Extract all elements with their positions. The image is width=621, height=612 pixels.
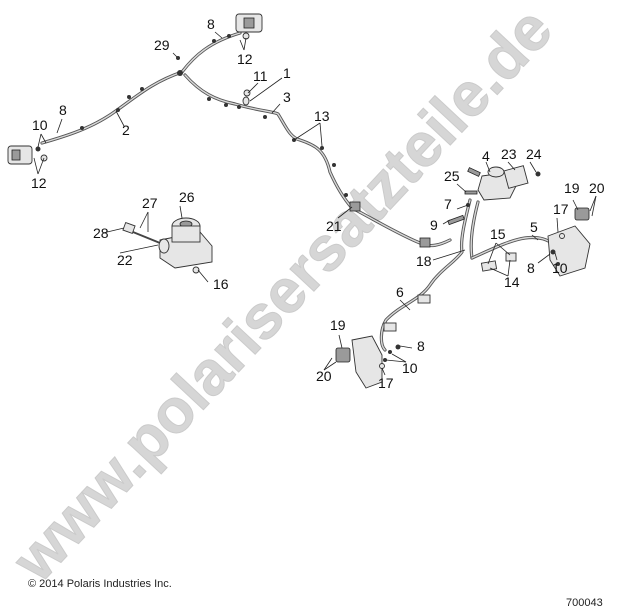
copyright-notice: © 2014 Polaris Industries Inc. (28, 578, 172, 590)
callout-c20b: 20 (316, 368, 332, 384)
callout-c23: 23 (501, 146, 517, 162)
leader-lines (33, 31, 597, 376)
callout-c8b: 8 (59, 102, 67, 118)
callout-c16: 16 (213, 276, 229, 292)
hose-bracket (419, 237, 431, 248)
callout-c28: 28 (93, 225, 109, 241)
brake-master-cylinder (447, 165, 541, 226)
callout-c26: 26 (179, 189, 195, 205)
line-brackets (383, 252, 517, 332)
callout-c24: 24 (526, 146, 542, 162)
callout-c11: 11 (253, 68, 268, 84)
callout-c10b: 10 (552, 260, 568, 276)
callout-c20a: 20 (589, 180, 605, 196)
callout-c21: 21 (326, 218, 342, 234)
callout-c13: 13 (314, 108, 330, 124)
callout-c12b: 12 (31, 175, 47, 191)
callout-c2: 2 (122, 122, 130, 138)
rear-right-caliper (547, 207, 591, 277)
callout-c14: 14 (504, 274, 520, 290)
hose-clips (80, 34, 431, 248)
callout-c19a: 19 (564, 180, 580, 196)
callout-c17b: 17 (378, 375, 394, 391)
callout-c12a: 12 (237, 51, 253, 67)
callout-c15: 15 (490, 226, 506, 242)
callout-c4: 4 (482, 148, 490, 164)
callout-c8d: 8 (417, 338, 425, 354)
callout-c1: 1 (283, 65, 291, 81)
callout-c9: 9 (430, 217, 438, 233)
junction-block (349, 201, 361, 212)
callout-c6: 6 (396, 284, 404, 300)
callout-c22: 22 (117, 252, 133, 268)
callout-c8a: 8 (207, 16, 215, 32)
callout-c27: 27 (142, 195, 158, 211)
callout-c25: 25 (444, 168, 460, 184)
front-right-caliper (235, 13, 263, 40)
master-cylinder-assembly (122, 217, 213, 274)
callout-c7: 7 (444, 196, 452, 212)
callout-c8c: 8 (527, 260, 535, 276)
callout-c17a: 17 (553, 201, 569, 217)
callout-c5: 5 (530, 219, 538, 235)
diagram-number: 700043 (566, 597, 603, 609)
callout-c10c: 10 (402, 360, 418, 376)
callout-c19b: 19 (330, 317, 346, 333)
front-left-caliper (7, 145, 48, 165)
callout-c29: 29 (154, 37, 170, 53)
rear-left-caliper (335, 335, 401, 389)
small-hardware (176, 56, 251, 106)
callout-c18: 18 (416, 253, 432, 269)
callout-c10a: 10 (32, 117, 48, 133)
callout-number-labels: 1234567888891010101112121314151617171819… (31, 16, 605, 391)
callout-c3: 3 (283, 89, 291, 105)
